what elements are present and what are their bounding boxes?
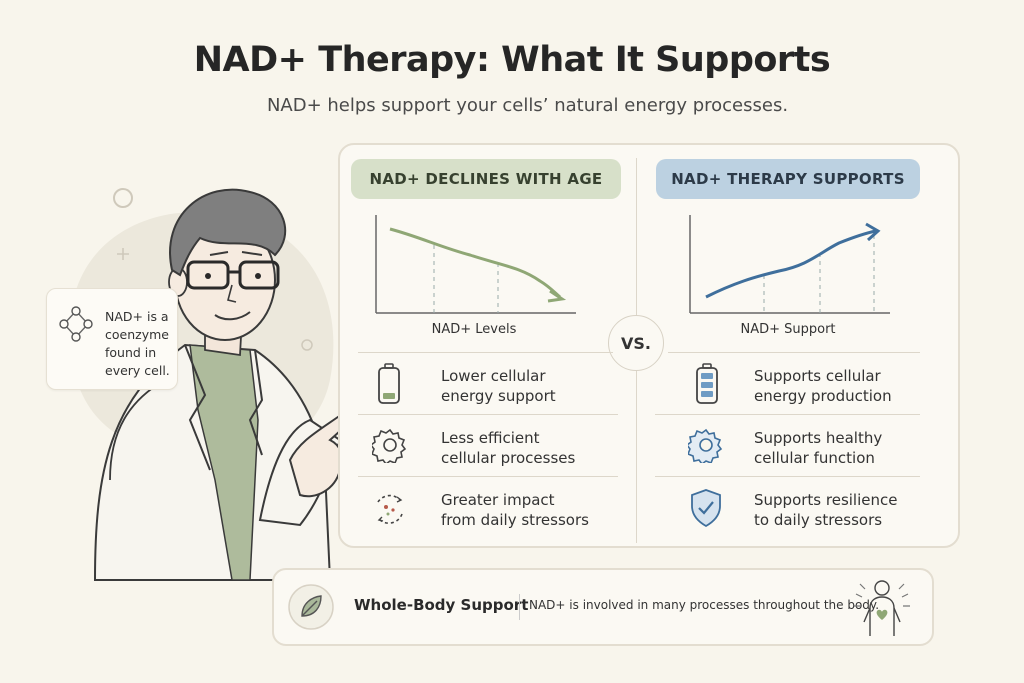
molecule-icon — [59, 306, 93, 342]
left-divider-1 — [358, 352, 613, 353]
left-chart-label: NAD+ Levels — [431, 322, 517, 337]
full-battery-icon — [696, 363, 718, 404]
left-row-3-text: Greater impact from daily stressors — [441, 491, 589, 529]
left-row-2-text: Less efficient cellular processes — [441, 429, 576, 467]
left-divider-3 — [358, 476, 618, 477]
leaf-icon — [288, 584, 334, 630]
right-divider-1 — [668, 352, 920, 353]
bubble-text: NAD+ is a coenzyme found in every cell. — [105, 309, 170, 378]
bottom-text: NAD+ is involved in many processes throu… — [529, 598, 880, 612]
gear-icon — [372, 428, 407, 463]
right-row-3-text: Supports resilience to daily stressors — [754, 491, 898, 529]
left-row-1-text: Lower cellular energy support — [441, 367, 556, 405]
page-title: NAD+ Therapy: What It Supports — [193, 40, 831, 80]
nad-support-chart — [689, 215, 890, 314]
body-heart-icon — [854, 580, 910, 636]
shield-check-icon — [691, 489, 721, 528]
low-battery-icon — [378, 363, 400, 404]
bottom-title: Whole-Body Support — [354, 596, 529, 614]
doctor-illustration — [70, 188, 355, 581]
stress-cycle-icon — [377, 494, 403, 524]
gear-icon — [688, 428, 723, 463]
right-divider-2 — [655, 414, 920, 415]
speech-bubble — [46, 288, 178, 390]
whole-body-panel — [272, 568, 934, 646]
left-header: NAD+ DECLINES WITH AGE — [351, 159, 621, 199]
bottom-separator — [519, 594, 520, 620]
right-chart-label: NAD+ Support — [740, 322, 836, 337]
nad-levels-chart — [375, 215, 576, 314]
right-header: NAD+ THERAPY SUPPORTS — [656, 159, 920, 199]
right-divider-3 — [655, 476, 920, 477]
page-subtitle: NAD+ helps support your cells’ natural e… — [266, 95, 789, 116]
left-divider-2 — [358, 414, 618, 415]
right-row-1-text: Supports cellular energy production — [754, 367, 892, 405]
vs-badge: VS. — [608, 315, 664, 371]
right-row-2-text: Supports healthy cellular function — [754, 429, 883, 467]
